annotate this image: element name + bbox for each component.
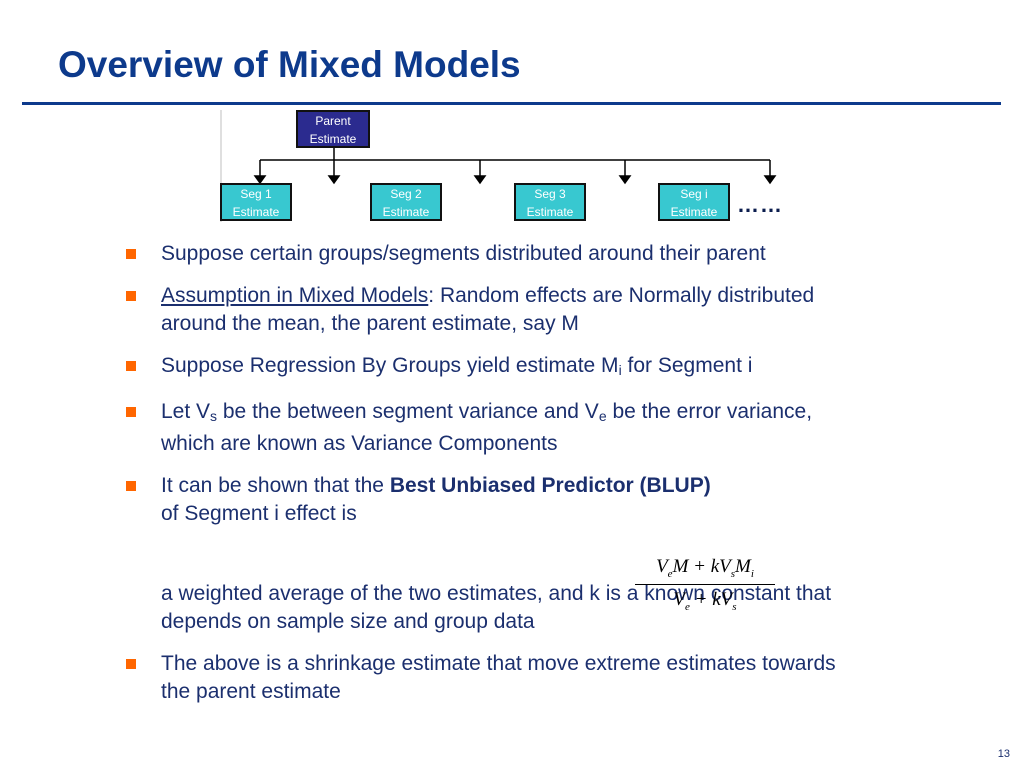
bullet-text: be the error variance, which are known a… — [161, 400, 813, 455]
bullet-item: Suppose certain groups/segments distribu… — [126, 240, 846, 268]
bullet-item: Suppose Regression By Groups yield estim… — [126, 352, 846, 384]
bullet-square-icon — [126, 407, 136, 417]
segment-box-i: Seg i Estimate — [658, 183, 730, 221]
bullet-item: The above is a shrinkage estimate that m… — [126, 650, 846, 706]
parent-label-line2: Estimate — [309, 132, 357, 146]
segment-sublabel: Estimate — [232, 205, 280, 219]
hierarchy-diagram: Parent Estimate Seg 1 Estimate Seg 2 Est… — [220, 110, 820, 225]
segment-sublabel: Estimate — [670, 205, 718, 219]
bullet-item: It can be shown that the Best Unbiased P… — [126, 472, 846, 528]
blup-formula: VeM + kVsMi Ve + kVs — [635, 556, 775, 613]
title-divider — [22, 102, 1001, 105]
bullet-square-icon — [126, 291, 136, 301]
bullet-square-icon — [126, 249, 136, 259]
weighted-average-note: a weighted average of the two estimates,… — [126, 580, 846, 636]
bullet-item: Assumption in Mixed Models: Random effec… — [126, 282, 846, 338]
segment-box-3: Seg 3 Estimate — [514, 183, 586, 221]
segment-label: Seg 2 — [390, 187, 422, 201]
bullet-text: be the between segment variance and V — [217, 400, 599, 423]
more-segments-ellipsis: …… — [737, 192, 783, 217]
bullet-text: The above is a shrinkage estimate that m… — [161, 652, 836, 703]
bullet-text: Suppose Regression By Groups yield estim… — [161, 354, 619, 377]
slide-title: Overview of Mixed Models — [58, 44, 521, 85]
bullet-square-icon — [126, 361, 136, 371]
assumption-link[interactable]: Assumption in Mixed Models — [161, 284, 429, 307]
segment-label: Seg i — [680, 187, 708, 201]
page-number: 13 — [997, 748, 1010, 760]
bullet-text: for Segment i — [621, 354, 753, 377]
bullet-item: Let Vs be the between segment variance a… — [126, 398, 846, 458]
segment-box-1: Seg 1 Estimate — [220, 183, 292, 221]
formula-denominator: Ve + kVs — [673, 588, 737, 613]
segment-sublabel: Estimate — [382, 205, 430, 219]
diagram-connectors — [220, 110, 777, 222]
bullet-text: It can be shown that the — [161, 474, 390, 497]
segment-label: Seg 3 — [534, 187, 566, 201]
bullet-text: of Segment i effect is — [161, 502, 357, 525]
subscript: s — [210, 408, 218, 424]
bullet-list: Suppose certain groups/segments distribu… — [126, 240, 846, 720]
bullet-square-icon — [126, 481, 136, 491]
formula-numerator: VeM + kVsMi — [635, 556, 775, 585]
subscript: i — [618, 362, 622, 378]
blup-term: Best Unbiased Predictor (BLUP) — [389, 474, 711, 497]
segment-sublabel: Estimate — [526, 205, 574, 219]
note-text: a weighted average of the two estimates,… — [161, 582, 832, 633]
bullet-text: Let V — [161, 400, 211, 423]
parent-estimate-box: Parent Estimate — [296, 110, 370, 148]
bullet-text: : Random effects are Normally distribute… — [161, 284, 815, 335]
subscript: e — [598, 408, 607, 424]
segment-label: Seg 1 — [240, 187, 272, 201]
segment-box-2: Seg 2 Estimate — [370, 183, 442, 221]
bullet-square-icon — [126, 659, 136, 669]
parent-label-line1: Parent — [315, 114, 351, 128]
bullet-text: Suppose certain groups/segments distribu… — [161, 242, 766, 265]
